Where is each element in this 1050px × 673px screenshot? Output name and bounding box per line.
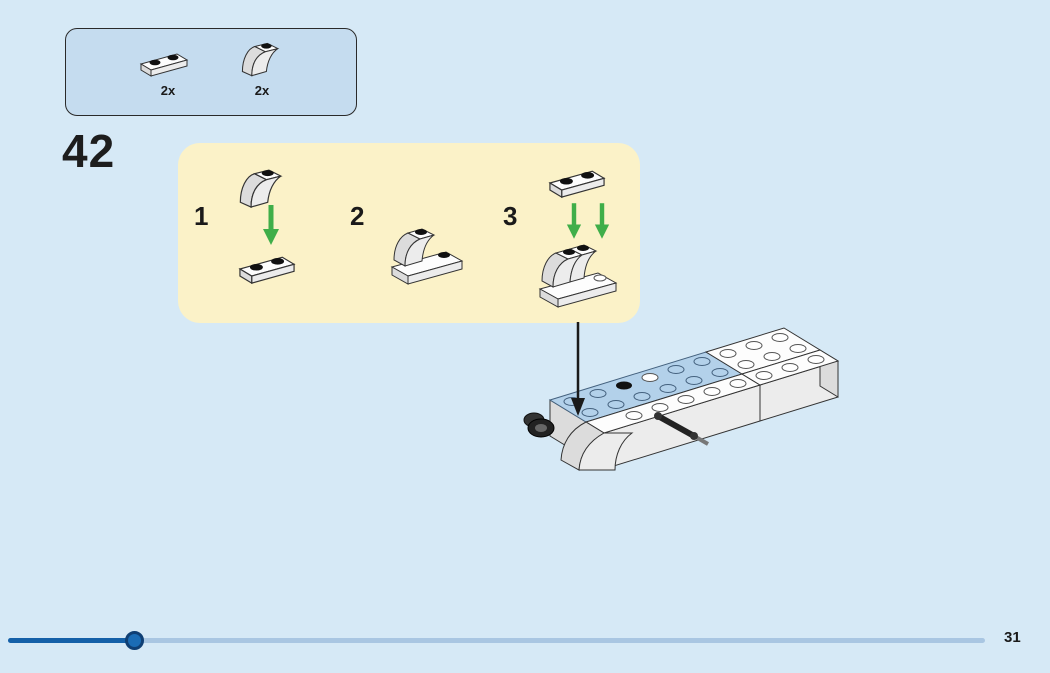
progress-fill bbox=[8, 638, 136, 643]
curved-slope-icon bbox=[226, 163, 288, 213]
part-curved-slope: 2x bbox=[232, 37, 292, 98]
double-slope-assembly-illustration bbox=[528, 237, 634, 317]
plate-1x2-icon bbox=[136, 47, 200, 81]
plate-1x2-icon bbox=[234, 249, 300, 289]
green-arrow-icon bbox=[566, 201, 582, 241]
progress-knob[interactable] bbox=[125, 631, 144, 650]
pointer-arrow-icon bbox=[560, 320, 600, 420]
curved-slope-icon bbox=[232, 37, 292, 81]
substep-2-number: 2 bbox=[350, 201, 365, 231]
step-number: 42 bbox=[62, 125, 116, 177]
substep-3-number: 3 bbox=[503, 201, 518, 231]
part-count: 2x bbox=[254, 83, 270, 98]
green-arrow-icon bbox=[262, 203, 280, 247]
plate-1x2-icon bbox=[544, 163, 610, 203]
substep-panel: 1 2 bbox=[178, 143, 640, 323]
parts-callout-box: 2x 2x bbox=[65, 28, 357, 116]
page-number: 31 bbox=[1004, 629, 1021, 646]
progress-track[interactable] bbox=[8, 638, 985, 643]
part-count: 2x bbox=[160, 83, 176, 98]
model-illustration bbox=[500, 320, 850, 520]
part-plate-1x2: 2x bbox=[136, 47, 200, 98]
substep-1-number: 1 bbox=[194, 201, 209, 231]
slope-on-plate-illustration bbox=[382, 219, 478, 295]
green-arrow-icon bbox=[594, 201, 610, 241]
